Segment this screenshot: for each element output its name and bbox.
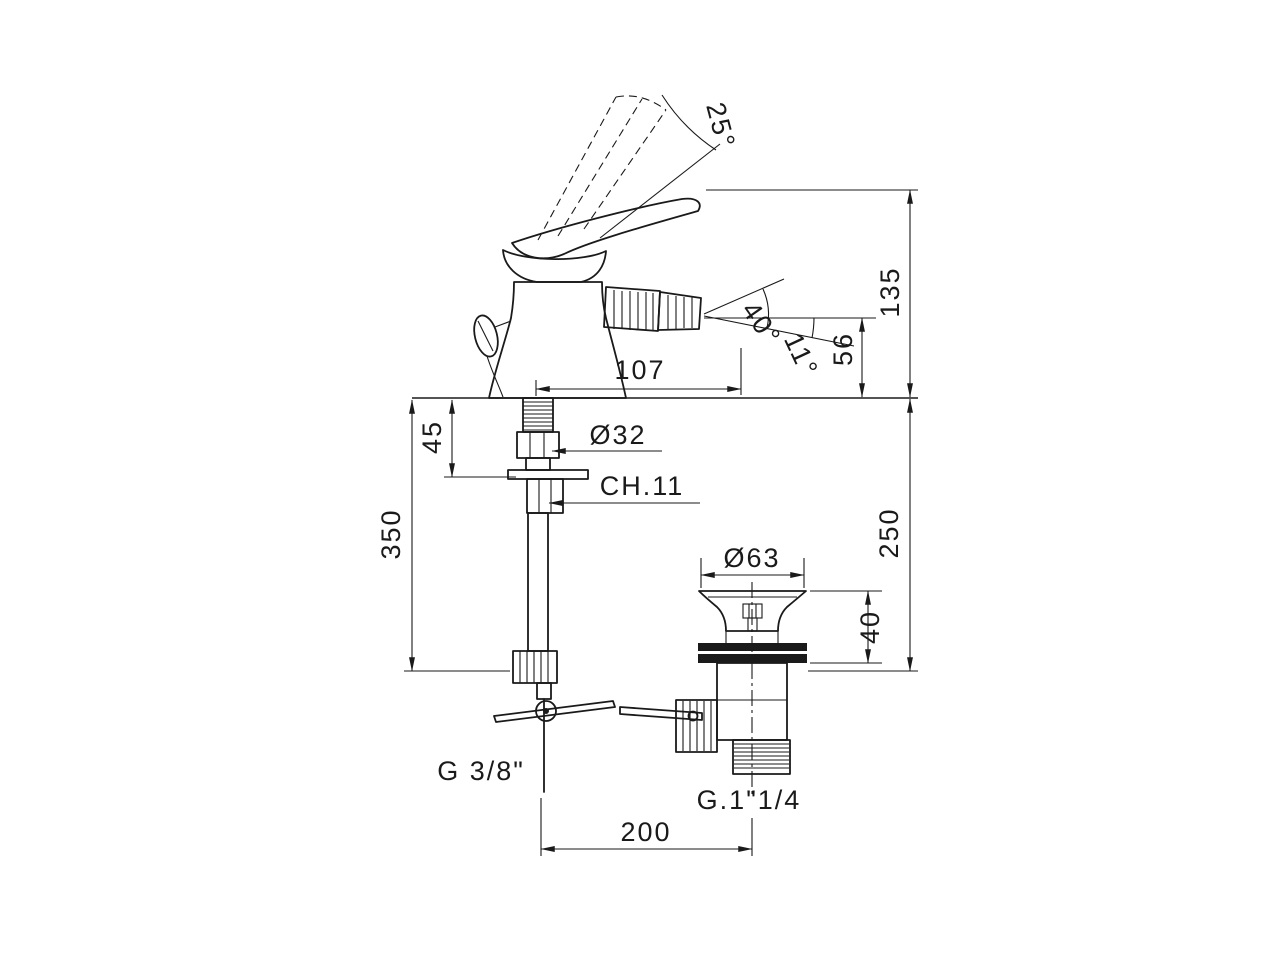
- label-thread-waste: G.1"1/4: [697, 785, 802, 815]
- label-thread-supply: G 3/8": [437, 756, 525, 786]
- label-dim-350: 350: [376, 508, 406, 559]
- label-wrench-ch11: CH.11: [600, 471, 685, 501]
- label-dia-32: Ø32: [589, 420, 646, 450]
- label-angle-handle: 25°: [700, 99, 741, 152]
- label-dim-250: 250: [874, 507, 904, 558]
- dimension-labels: 25° 135 40° 11° 56 107 Ø32 CH.11 45 350 …: [376, 99, 905, 847]
- pop-up-waste: [619, 582, 807, 794]
- label-dia-63: Ø63: [723, 543, 780, 573]
- handle-raised-ghost: [537, 95, 667, 241]
- supply-hose: [493, 397, 616, 793]
- faucet-outline: [473, 95, 702, 399]
- label-dim-40: 40: [855, 610, 885, 644]
- drain-lever: [619, 706, 703, 721]
- pop-up-rod-lever: [493, 700, 616, 723]
- label-angle-tilt: 11°: [778, 329, 824, 382]
- label-dim-200: 200: [620, 817, 671, 847]
- label-dim-107: 107: [614, 355, 665, 385]
- label-dim-135: 135: [875, 266, 905, 317]
- label-dim-45: 45: [417, 420, 447, 454]
- label-dim-56: 56: [828, 332, 858, 366]
- dimension-lines: [404, 94, 918, 856]
